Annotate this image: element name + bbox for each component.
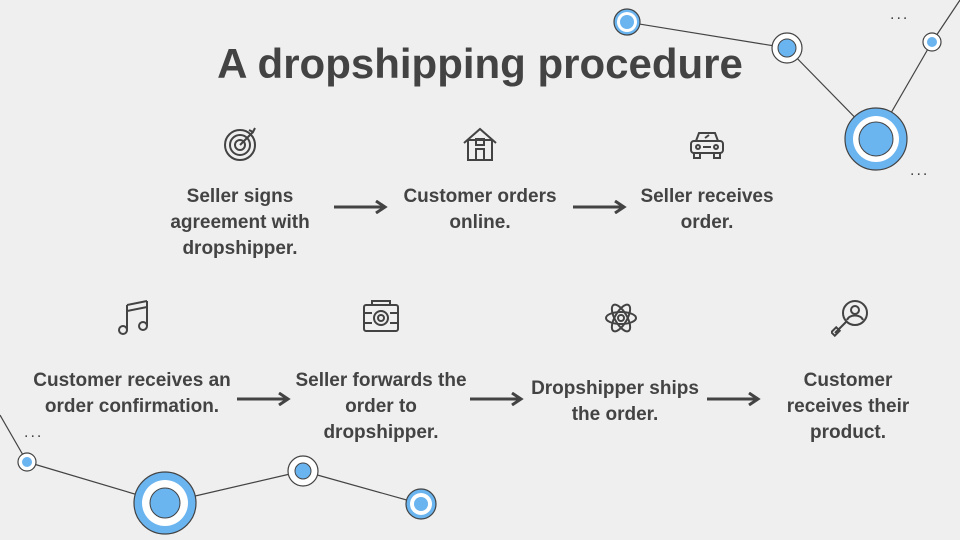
atom-icon	[603, 300, 639, 336]
network-node	[844, 107, 908, 171]
network-node	[613, 8, 641, 36]
step-customer-orders-online: Customer orders online.	[403, 186, 557, 233]
step-customer-receives-product: Customer receives their product.	[786, 370, 910, 443]
network-node	[133, 471, 197, 535]
network-node	[405, 488, 437, 520]
network-node	[922, 32, 942, 52]
ellipsis-bottom-left: ...	[24, 424, 44, 441]
house-icon	[461, 125, 499, 163]
camera-icon	[362, 299, 400, 335]
arrow-right	[706, 392, 762, 406]
search-user-icon	[831, 298, 871, 338]
step-seller-receives-order: Seller receives order.	[640, 186, 774, 233]
page-title: A dropshipping procedure	[217, 40, 743, 87]
network-node	[287, 455, 319, 487]
arrow-right	[333, 200, 389, 214]
arrow-right	[572, 200, 628, 214]
step-seller-forwards-order: Seller forwards the order to dropshipper…	[295, 370, 467, 443]
step-seller-signs-agreement: Seller signs agreement with dropshipper.	[170, 186, 310, 259]
music-note-icon	[115, 299, 151, 337]
step-customer-receives-confirmation: Customer receives an order confirmation.	[33, 370, 231, 417]
step-dropshipper-ships-order: Dropshipper ships the order.	[531, 378, 699, 425]
network-node	[771, 32, 803, 64]
arrow-right	[469, 392, 525, 406]
car-icon	[688, 127, 726, 163]
arrow-right	[236, 392, 292, 406]
ellipsis-right: ...	[910, 162, 930, 179]
target-icon	[222, 125, 260, 163]
network-node	[17, 452, 37, 472]
ellipsis-top-right: ...	[890, 6, 910, 23]
